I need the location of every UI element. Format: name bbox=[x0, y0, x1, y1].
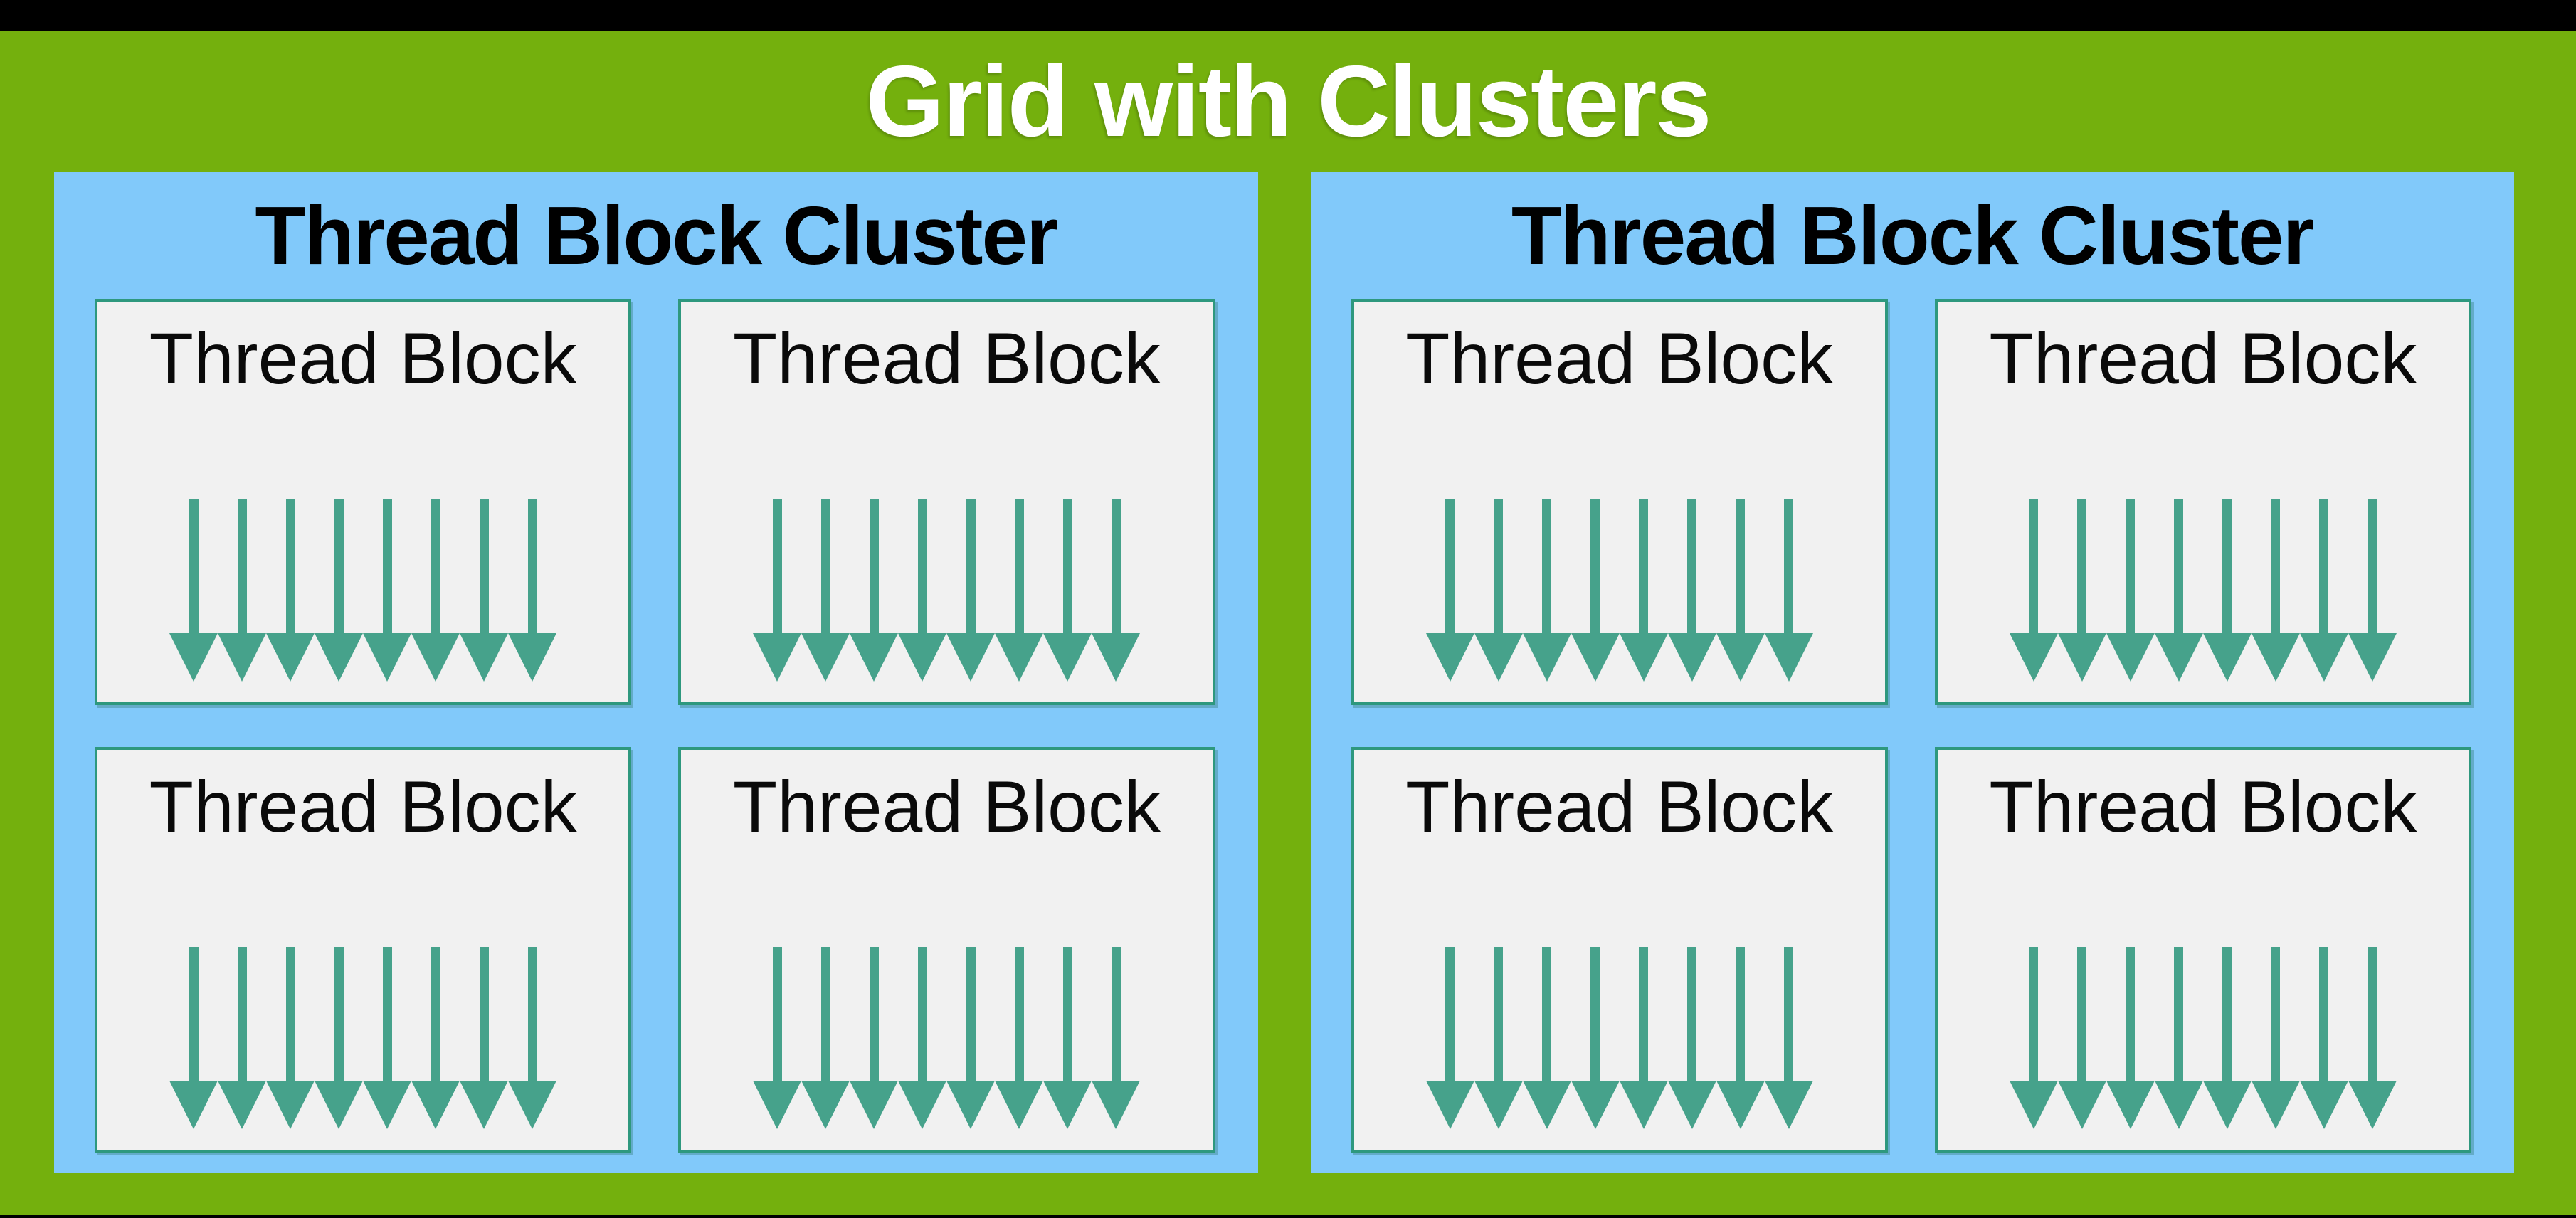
down-arrow-icon bbox=[2009, 499, 2058, 682]
thread-block-label: Thread Block bbox=[1989, 766, 2417, 847]
thread-block: Thread Block bbox=[95, 299, 632, 705]
down-arrow-icon bbox=[1571, 947, 1620, 1129]
down-arrow-icon bbox=[1764, 499, 1813, 682]
down-arrow-icon bbox=[1571, 499, 1620, 682]
down-arrow-icon bbox=[753, 499, 802, 682]
thread-block-cluster-left: Thread Block Cluster Thread Block Thread… bbox=[54, 172, 1258, 1173]
down-arrow-icon bbox=[2202, 947, 2252, 1129]
thread-block-label: Thread Block bbox=[1405, 318, 1834, 399]
down-arrow-icon bbox=[169, 947, 218, 1129]
down-arrow-icon bbox=[753, 947, 802, 1129]
thread-arrows bbox=[1354, 499, 1885, 682]
thread-block-label: Thread Block bbox=[149, 318, 577, 399]
down-arrow-icon bbox=[411, 499, 460, 682]
thread-block-label: Thread Block bbox=[149, 766, 577, 847]
down-arrow-icon bbox=[1667, 947, 1716, 1129]
down-arrow-icon bbox=[2106, 947, 2155, 1129]
down-arrow-icon bbox=[995, 499, 1044, 682]
down-arrow-icon bbox=[1619, 499, 1668, 682]
thread-block-label: Thread Block bbox=[1989, 318, 2417, 399]
down-arrow-icon bbox=[1764, 947, 1813, 1129]
down-arrow-icon bbox=[1522, 499, 1571, 682]
thread-block-label: Thread Block bbox=[732, 766, 1161, 847]
top-black-bar bbox=[0, 0, 2576, 31]
bottom-black-bar bbox=[0, 1215, 2576, 1218]
down-arrow-icon bbox=[946, 499, 996, 682]
thread-block: Thread Block bbox=[678, 746, 1215, 1153]
down-arrow-icon bbox=[169, 499, 218, 682]
down-arrow-icon bbox=[2057, 947, 2106, 1129]
down-arrow-icon bbox=[1619, 947, 1668, 1129]
thread-arrows bbox=[1938, 499, 2469, 682]
down-arrow-icon bbox=[218, 499, 267, 682]
down-arrow-icon bbox=[898, 947, 947, 1129]
cluster-title: Thread Block Cluster bbox=[1511, 189, 2315, 282]
down-arrow-icon bbox=[1667, 499, 1716, 682]
thread-arrows bbox=[681, 947, 1212, 1129]
thread-block: Thread Block bbox=[1934, 299, 2471, 705]
down-arrow-icon bbox=[1716, 947, 1765, 1129]
down-arrow-icon bbox=[508, 947, 557, 1129]
thread-block-cluster-right: Thread Block Cluster Thread Block Thread… bbox=[1310, 172, 2515, 1173]
down-arrow-icon bbox=[2348, 499, 2397, 682]
thread-block-grid: Thread Block Thread Block Thread Block T… bbox=[54, 299, 1258, 1173]
down-arrow-icon bbox=[801, 499, 850, 682]
down-arrow-icon bbox=[266, 499, 315, 682]
down-arrow-icon bbox=[411, 947, 460, 1129]
down-arrow-icon bbox=[1425, 947, 1474, 1129]
down-arrow-icon bbox=[2009, 947, 2058, 1129]
thread-arrows bbox=[681, 499, 1212, 682]
down-arrow-icon bbox=[1092, 947, 1141, 1129]
down-arrow-icon bbox=[218, 947, 267, 1129]
down-arrow-icon bbox=[363, 499, 412, 682]
thread-arrows bbox=[1938, 947, 2469, 1129]
thread-arrows bbox=[1354, 947, 1885, 1129]
down-arrow-icon bbox=[2299, 947, 2348, 1129]
down-arrow-icon bbox=[2348, 947, 2397, 1129]
down-arrow-icon bbox=[2202, 499, 2252, 682]
grid-slide-background: Grid with Clusters Thread Block Cluster … bbox=[0, 31, 2576, 1215]
down-arrow-icon bbox=[363, 947, 412, 1129]
down-arrow-icon bbox=[850, 499, 899, 682]
down-arrow-icon bbox=[2154, 499, 2203, 682]
down-arrow-icon bbox=[1043, 499, 1092, 682]
thread-arrows bbox=[97, 499, 628, 682]
down-arrow-icon bbox=[1522, 947, 1571, 1129]
down-arrow-icon bbox=[1043, 947, 1092, 1129]
down-arrow-icon bbox=[850, 947, 899, 1129]
down-arrow-icon bbox=[2154, 947, 2203, 1129]
thread-block: Thread Block bbox=[678, 299, 1215, 705]
thread-arrows bbox=[97, 947, 628, 1129]
down-arrow-icon bbox=[2299, 499, 2348, 682]
down-arrow-icon bbox=[801, 947, 850, 1129]
down-arrow-icon bbox=[995, 947, 1044, 1129]
thread-block-label: Thread Block bbox=[732, 318, 1161, 399]
down-arrow-icon bbox=[460, 499, 509, 682]
cluster-title: Thread Block Cluster bbox=[255, 189, 1058, 282]
down-arrow-icon bbox=[1474, 947, 1523, 1129]
thread-block-grid: Thread Block Thread Block Thread Block T… bbox=[1311, 299, 2515, 1173]
down-arrow-icon bbox=[946, 947, 996, 1129]
thread-block: Thread Block bbox=[95, 746, 632, 1153]
thread-block: Thread Block bbox=[1351, 299, 1888, 705]
down-arrow-icon bbox=[2251, 499, 2300, 682]
down-arrow-icon bbox=[898, 499, 947, 682]
down-arrow-icon bbox=[1716, 499, 1765, 682]
down-arrow-icon bbox=[460, 947, 509, 1129]
down-arrow-icon bbox=[2106, 499, 2155, 682]
thread-block-label: Thread Block bbox=[1405, 766, 1834, 847]
down-arrow-icon bbox=[1092, 499, 1141, 682]
down-arrow-icon bbox=[315, 499, 364, 682]
down-arrow-icon bbox=[508, 499, 557, 682]
thread-block: Thread Block bbox=[1351, 746, 1888, 1153]
down-arrow-icon bbox=[1474, 499, 1523, 682]
thread-block: Thread Block bbox=[1934, 746, 2471, 1153]
clusters-row: Thread Block Cluster Thread Block Thread… bbox=[54, 172, 2514, 1173]
down-arrow-icon bbox=[315, 947, 364, 1129]
down-arrow-icon bbox=[1425, 499, 1474, 682]
down-arrow-icon bbox=[266, 947, 315, 1129]
down-arrow-icon bbox=[2251, 947, 2300, 1129]
down-arrow-icon bbox=[2057, 499, 2106, 682]
page-title: Grid with Clusters bbox=[865, 45, 1712, 158]
